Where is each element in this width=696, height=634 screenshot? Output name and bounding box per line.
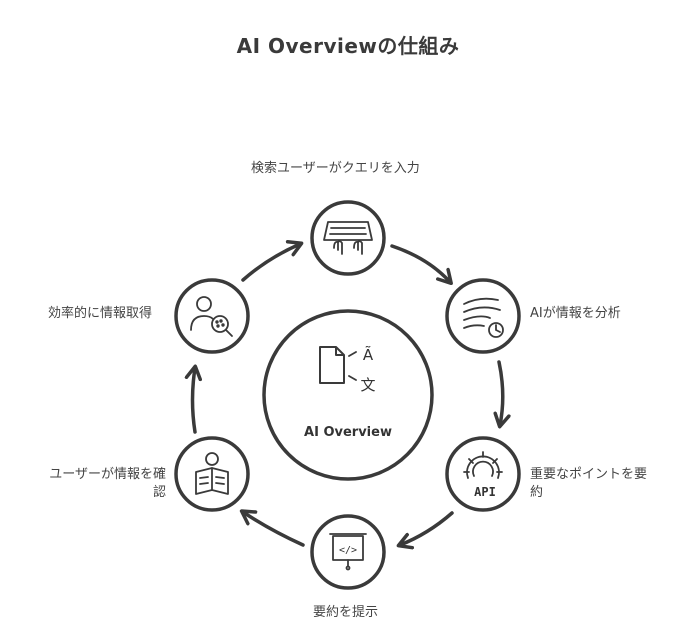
label-summarize-text: 重要なポイントを要約 xyxy=(530,467,648,500)
label-acquire: 効率的に情報取得 xyxy=(48,306,153,321)
reading-person-icon xyxy=(195,452,229,495)
arrow-confirm-to-acquire xyxy=(184,364,203,434)
arrow-input-to-analyze xyxy=(390,244,453,286)
arrow-present-to-confirm xyxy=(239,509,305,547)
step-present-node: </> xyxy=(310,514,386,590)
arrow-summarize-to-present xyxy=(396,511,454,550)
center-node: Ã 文 xyxy=(262,309,434,481)
label-confirm: ユーザーが情報を確認 xyxy=(38,466,166,502)
arrow-analyze-to-summarize xyxy=(493,360,511,429)
arrow-acquire-to-input xyxy=(241,240,304,282)
document-icon xyxy=(319,346,345,384)
label-input: 検索ユーザーがクエリを入力 xyxy=(251,161,420,176)
page-title: AI Overviewの仕組み xyxy=(236,34,460,58)
label-summarize: 重要なポイントを要約 xyxy=(530,466,656,502)
code-text: </> xyxy=(339,545,357,556)
label-present: 要約を提示 xyxy=(313,605,379,620)
api-text: API xyxy=(474,485,496,499)
translate-glyph-a: Ã xyxy=(363,345,374,364)
step-input-node xyxy=(310,200,386,276)
step-acquire-node xyxy=(174,278,250,354)
label-confirm-text: ユーザーが情報を確認 xyxy=(49,467,166,500)
label-analyze: AIが情報を分析 xyxy=(530,306,621,321)
step-analyze-node xyxy=(445,278,521,354)
center-label: AI Overview xyxy=(304,425,392,440)
user-search-icon xyxy=(190,296,233,337)
step-confirm-node xyxy=(174,436,250,512)
analysis-chart-icon xyxy=(463,297,504,338)
translate-glyph-b: 文 xyxy=(360,376,375,394)
presentation-code-icon xyxy=(329,533,367,571)
api-gear-icon xyxy=(463,451,503,479)
typing-hands-icon xyxy=(323,221,373,255)
step-summarize-node: API xyxy=(445,436,521,512)
